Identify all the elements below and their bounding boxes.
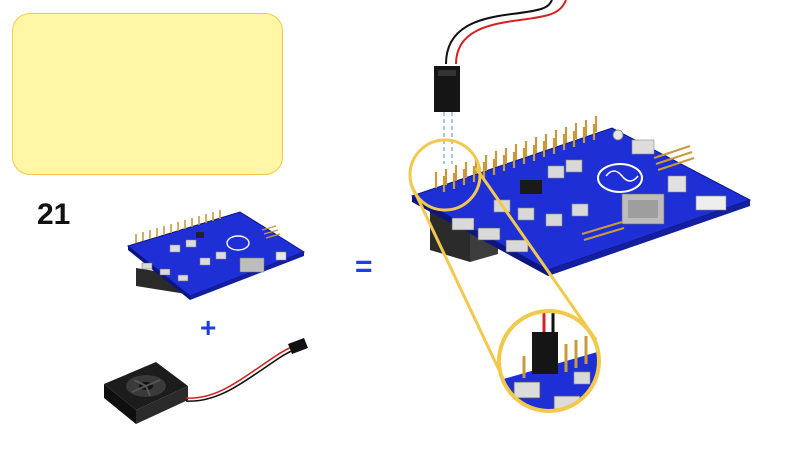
magnified-connector-callout-icon [408,138,601,413]
plus-symbol: + [200,312,217,343]
step-number: 21 [37,198,71,231]
instruction-note-box [12,13,283,175]
expansion-board-icon [126,210,306,300]
equals-symbol: = [355,250,373,283]
cooling-fan-icon [104,338,308,424]
assembled-board-with-fan-connector-icon [410,0,752,276]
